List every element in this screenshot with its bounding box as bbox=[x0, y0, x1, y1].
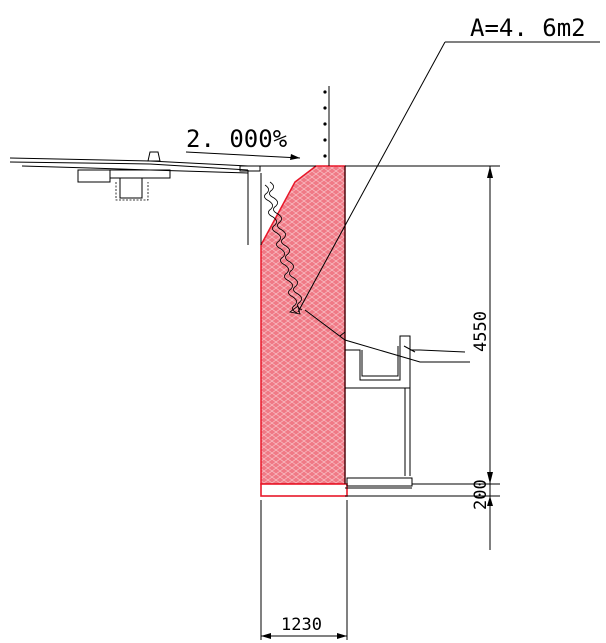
height-dimension-label: 4550 bbox=[471, 311, 491, 352]
area-leader: A=4. 6m2 bbox=[289, 14, 600, 315]
hatched-wall-section bbox=[260, 165, 348, 497]
height-leader bbox=[304, 309, 470, 363]
wall-backfill bbox=[247, 170, 303, 314]
right-structure bbox=[339, 166, 466, 489]
width-dimension-label: 1230 bbox=[281, 615, 322, 635]
slope-label: 2. 000% bbox=[186, 125, 288, 153]
slope-indicator: 2. 000% bbox=[185, 125, 301, 160]
footing-dimension-label: 200 bbox=[471, 479, 491, 510]
height-dimension: 4550 200 bbox=[345, 165, 500, 550]
width-dimension: 1230 bbox=[260, 500, 348, 640]
area-label: A=4. 6m2 bbox=[470, 14, 586, 42]
road-deck bbox=[9, 151, 316, 201]
railing-post bbox=[323, 86, 330, 166]
